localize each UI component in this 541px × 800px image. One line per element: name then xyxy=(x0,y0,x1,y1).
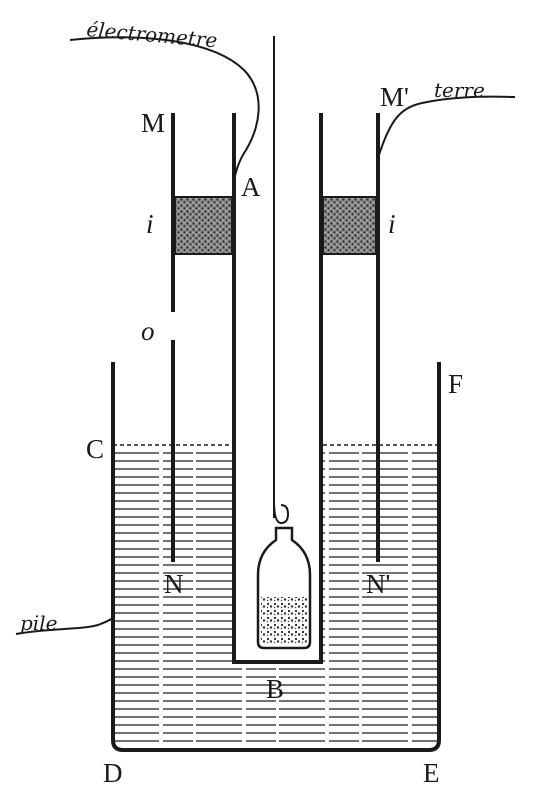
label-N-prime: N' xyxy=(366,569,390,599)
label-C: C xyxy=(86,434,104,464)
suspension-hook xyxy=(273,499,290,525)
inner-tube xyxy=(232,113,323,664)
label-M: M xyxy=(141,108,165,138)
label-F: F xyxy=(448,369,463,399)
outer-vessel xyxy=(111,362,441,752)
terre-wire xyxy=(377,95,516,159)
label-D: D xyxy=(103,758,123,788)
label-N: N xyxy=(164,569,184,599)
pile-wire xyxy=(15,617,114,635)
label-pile: pile xyxy=(20,611,57,635)
label-electrometre: électrometre xyxy=(86,17,219,52)
label-o: o xyxy=(141,316,155,346)
insulator-right xyxy=(322,196,377,255)
label-E: E xyxy=(423,758,440,788)
label-terre: terre xyxy=(434,78,485,102)
label-i-left: i xyxy=(146,209,154,239)
electrometre-wire xyxy=(69,36,260,181)
label-i-right: i xyxy=(388,209,396,239)
label-M-prime: M' xyxy=(380,82,409,112)
bottle-contents xyxy=(261,597,307,645)
label-B: B xyxy=(266,674,284,704)
label-A: A xyxy=(241,172,261,202)
insulator-left xyxy=(174,196,233,255)
